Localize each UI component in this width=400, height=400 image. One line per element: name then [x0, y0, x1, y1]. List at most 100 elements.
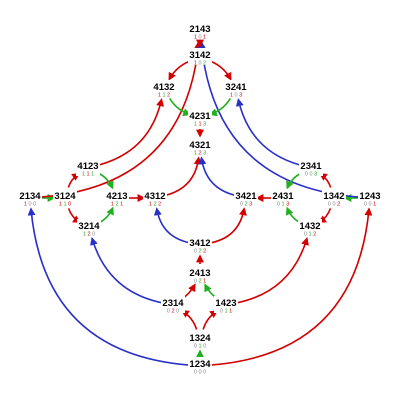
- node-label: 1432: [299, 221, 320, 232]
- node-code-digit: 0: [68, 202, 71, 208]
- node-code-digit: 1: [308, 232, 313, 238]
- node-code-digit: 2: [115, 202, 120, 208]
- node-code-digit: 0: [277, 202, 282, 208]
- node-background: [53, 189, 77, 206]
- node-code-digit: 1: [82, 172, 87, 178]
- node-code-digit: 1: [229, 309, 232, 315]
- node-code: 0 0 0: [194, 370, 206, 376]
- node-label: 3421: [235, 191, 257, 202]
- node-code: 0 2 3: [240, 202, 252, 208]
- node-code: 1 0 3: [230, 93, 242, 99]
- node-label: 3214: [78, 221, 100, 232]
- node-label: 4231: [189, 111, 211, 122]
- node-label: 1342: [323, 191, 344, 202]
- node-code-digit: 1: [198, 122, 203, 128]
- node-code-digit: 1: [230, 93, 235, 99]
- node-code-digit: 0: [328, 202, 333, 208]
- node-code-digit: 1: [194, 35, 199, 41]
- node-code: 1 2 2: [149, 202, 161, 208]
- node-code-digit: 0: [176, 309, 179, 315]
- node-code: 1 0 1: [194, 35, 206, 41]
- node-code-digit: 0: [198, 370, 203, 376]
- edge-2134-to-2143: [40, 40, 203, 198]
- node-code: 1 0 2: [194, 61, 206, 67]
- node-label: 4123: [77, 161, 98, 172]
- node-code-digit: 1: [59, 202, 64, 208]
- node-background: [188, 236, 212, 253]
- node-label: 3241: [225, 82, 247, 93]
- node-background: [271, 189, 295, 206]
- edge-3421-to-4321: [198, 156, 236, 197]
- node-code-digit: 1: [224, 309, 229, 315]
- node-code-digit: 1: [198, 344, 203, 350]
- edge-1423-to-1432: [236, 236, 309, 304]
- node-code-digit: 2: [198, 279, 203, 285]
- node-code: 1 2 0: [83, 232, 95, 238]
- node-code-digit: 1: [194, 122, 199, 128]
- node-background: [105, 189, 129, 206]
- node-code-digit: 2: [153, 202, 158, 208]
- node-background: [152, 80, 176, 97]
- node-label: 3142: [189, 50, 210, 61]
- node-code-digit: 0: [203, 344, 206, 350]
- node-code: 0 2 2: [194, 249, 206, 255]
- node-code-digit: 0: [305, 172, 310, 178]
- node-background: [358, 189, 382, 206]
- node-code-digit: 1: [194, 61, 199, 67]
- node-code-digit: 1: [111, 202, 116, 208]
- node-code-digit: 2: [158, 202, 161, 208]
- node-code-digit: 1: [91, 172, 94, 178]
- node-code-digit: 3: [203, 151, 206, 157]
- node-code-digit: 1: [194, 151, 199, 157]
- node-code-digit: 1: [162, 93, 167, 99]
- node-label: 2341: [300, 161, 322, 172]
- node-code-digit: 0: [194, 279, 199, 285]
- node-code-digit: 0: [332, 202, 337, 208]
- edge-3412-to-4312: [153, 207, 190, 244]
- node-code-digit: 1: [158, 93, 163, 99]
- node-background: [188, 109, 212, 126]
- node-code-digit: 1: [63, 202, 68, 208]
- node-code-digit: 0: [304, 232, 309, 238]
- node-label: 2413: [189, 268, 210, 279]
- node-code: 1 2 3: [194, 151, 206, 157]
- edge-1234-to-1243: [210, 207, 373, 366]
- edge-3241-to-4231: [208, 97, 231, 117]
- edge-1324-to-2314: [180, 310, 198, 330]
- node-code: 0 0 1: [364, 202, 376, 208]
- node-code: 1 1 3: [194, 122, 206, 128]
- node-code-digit: 0: [167, 309, 172, 315]
- node-background: [188, 266, 212, 283]
- node-code: 0 0 2: [328, 202, 340, 208]
- edge-4132-to-4231: [169, 97, 192, 117]
- node-code-digit: 2: [203, 249, 206, 255]
- node-code: 1 1 0: [59, 202, 71, 208]
- node-code-digit: 0: [194, 370, 199, 376]
- edge-3142-to-4132: [168, 60, 191, 81]
- node-label: 4321: [189, 140, 211, 151]
- node-code-digit: 0: [33, 202, 36, 208]
- node-code-digit: 2: [198, 151, 203, 157]
- node-code: 1 2 1: [111, 202, 123, 208]
- node-code: 0 2 0: [167, 309, 179, 315]
- edge-2314-to-3214: [90, 236, 163, 304]
- node-code-digit: 2: [87, 232, 92, 238]
- edge-3412-to-3421: [210, 207, 247, 244]
- node-code-digit: 1: [203, 35, 206, 41]
